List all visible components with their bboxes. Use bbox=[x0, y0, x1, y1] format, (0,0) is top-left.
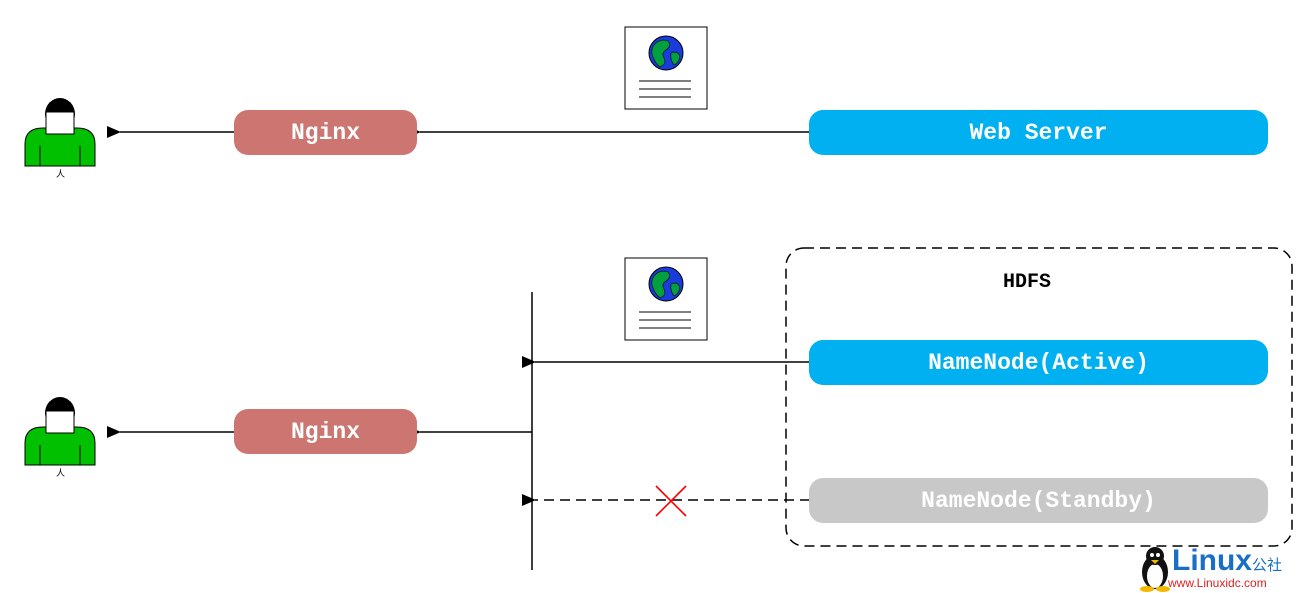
namenode-active-node[interactable]: NameNode(Active) bbox=[809, 340, 1268, 385]
person-icon bbox=[24, 397, 96, 466]
cross-mark-icon bbox=[655, 485, 687, 517]
nginx-node-top[interactable]: Nginx bbox=[234, 110, 417, 155]
web-server-label: Web Server bbox=[969, 119, 1108, 146]
watermark-brand-cn: 公社 bbox=[1252, 557, 1283, 574]
nginx-label: Nginx bbox=[290, 119, 360, 146]
web-page-globe-icon bbox=[624, 26, 708, 110]
person-icon bbox=[24, 98, 96, 167]
namenode-standby-node[interactable]: NameNode(Standby) bbox=[809, 478, 1268, 523]
hdfs-cluster-box bbox=[785, 247, 1293, 547]
watermark-brand-text: Linux bbox=[1172, 544, 1252, 577]
person-caption: 人 bbox=[56, 170, 66, 180]
watermark-url: www.Linuxidc.com bbox=[1168, 576, 1267, 590]
hdfs-cluster-label: HDFS bbox=[1003, 271, 1052, 294]
tux-penguin-icon bbox=[1140, 547, 1170, 592]
namenode-standby-label: NameNode(Standby) bbox=[921, 487, 1156, 514]
nginx-label: Nginx bbox=[290, 418, 360, 445]
web-page-globe-icon bbox=[624, 257, 708, 341]
nginx-node-bottom[interactable]: Nginx bbox=[234, 409, 417, 454]
web-server-node[interactable]: Web Server bbox=[809, 110, 1268, 155]
namenode-active-label: NameNode(Active) bbox=[928, 349, 1149, 376]
watermark-brand: Linux公社 bbox=[1172, 546, 1282, 581]
person-caption: 人 bbox=[56, 469, 66, 479]
